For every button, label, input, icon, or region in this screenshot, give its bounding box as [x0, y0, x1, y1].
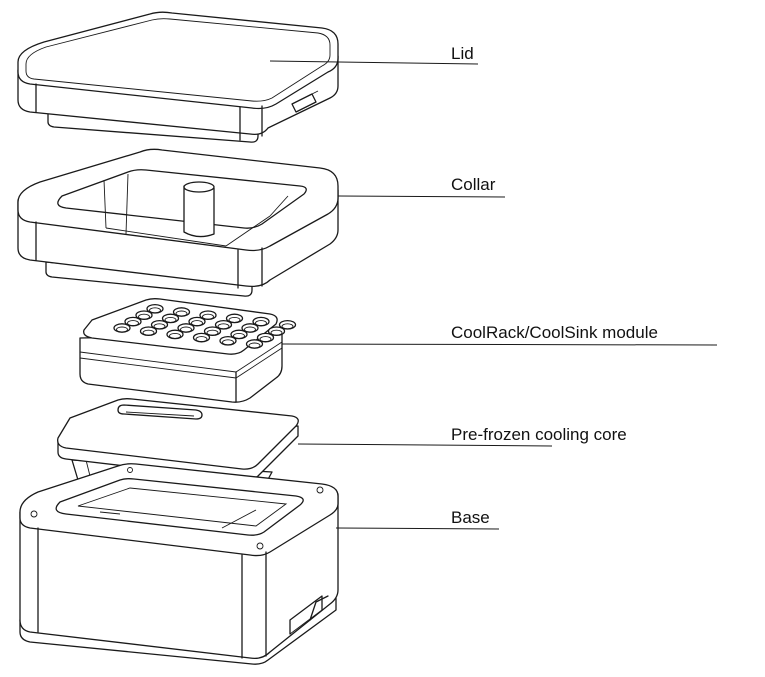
sample-well-inner: [164, 316, 177, 323]
lid-part: [17, 11, 339, 143]
sample-well-inner: [180, 326, 192, 333]
collar-part: [17, 148, 339, 297]
sample-well: [252, 316, 270, 327]
label-cooling-core: Pre-frozen cooling core: [451, 425, 627, 444]
sample-well-inner: [191, 320, 203, 327]
leader-base: [335, 527, 500, 530]
sample-well-inner: [244, 326, 256, 333]
leader-module: [281, 343, 718, 346]
sample-well-inner: [142, 329, 155, 336]
sample-well-inner: [153, 323, 166, 330]
sample-well-inner: [248, 342, 261, 349]
sample-well: [225, 313, 244, 324]
label-collar: Collar: [451, 175, 496, 194]
sample-well: [278, 319, 297, 330]
label-base: Base: [451, 508, 490, 527]
sample-well-inner: [169, 332, 181, 339]
sample-well-inner: [228, 316, 241, 323]
leader-lid: [269, 60, 479, 65]
module-part: [79, 298, 297, 403]
sample-well-inner: [138, 313, 150, 320]
sample-well-inner: [222, 339, 234, 346]
sample-well-inner: [175, 310, 188, 317]
sample-well-inner: [217, 323, 230, 330]
sample-well-inner: [255, 320, 267, 327]
sample-well-inner: [202, 313, 214, 320]
sample-well: [199, 310, 217, 321]
base-part: [19, 463, 339, 665]
leader-lines: [269, 60, 718, 530]
sample-well-inner: [127, 320, 139, 327]
leader-collar: [337, 195, 506, 198]
sample-well-inner: [116, 326, 128, 333]
sample-well-inner: [259, 336, 272, 343]
sample-well-inner: [281, 323, 294, 330]
sample-wells: [113, 303, 297, 349]
sample-well: [146, 303, 164, 314]
sample-well-inner: [195, 336, 208, 343]
label-coolrack-module: CoolRack/CoolSink module: [451, 323, 658, 342]
leader-core: [297, 443, 553, 447]
sample-well-inner: [233, 332, 245, 339]
sample-well-inner: [206, 329, 219, 336]
sample-well-inner: [270, 329, 283, 336]
sample-well: [172, 307, 191, 317]
label-lid: Lid: [451, 44, 474, 63]
sample-well-inner: [149, 307, 161, 314]
